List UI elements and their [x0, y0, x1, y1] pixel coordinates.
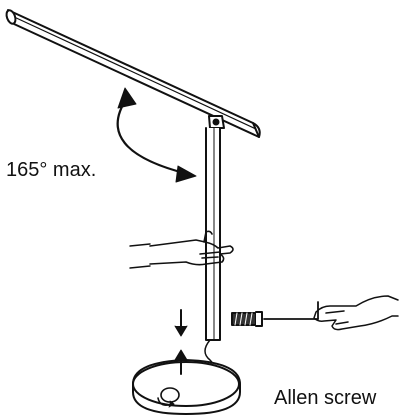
allen-key-icon: [263, 301, 319, 320]
angle-label: 165° max.: [6, 159, 97, 181]
allen-screw-label: Allen screw: [274, 387, 377, 409]
lamp-base: [132, 359, 241, 415]
hand-holding-pole: [129, 230, 234, 269]
up-arrow-icon: [174, 349, 188, 375]
lamp-hinge: [208, 115, 225, 129]
curved-double-arrow-icon: [116, 87, 197, 183]
hand-holding-key: [313, 295, 399, 331]
allen-screw-icon: [231, 311, 263, 327]
lamp-arm: [5, 9, 261, 138]
lamp-pole: [205, 127, 221, 341]
rotate-arrow-icon: [157, 387, 180, 408]
down-arrow-icon: [174, 309, 188, 337]
